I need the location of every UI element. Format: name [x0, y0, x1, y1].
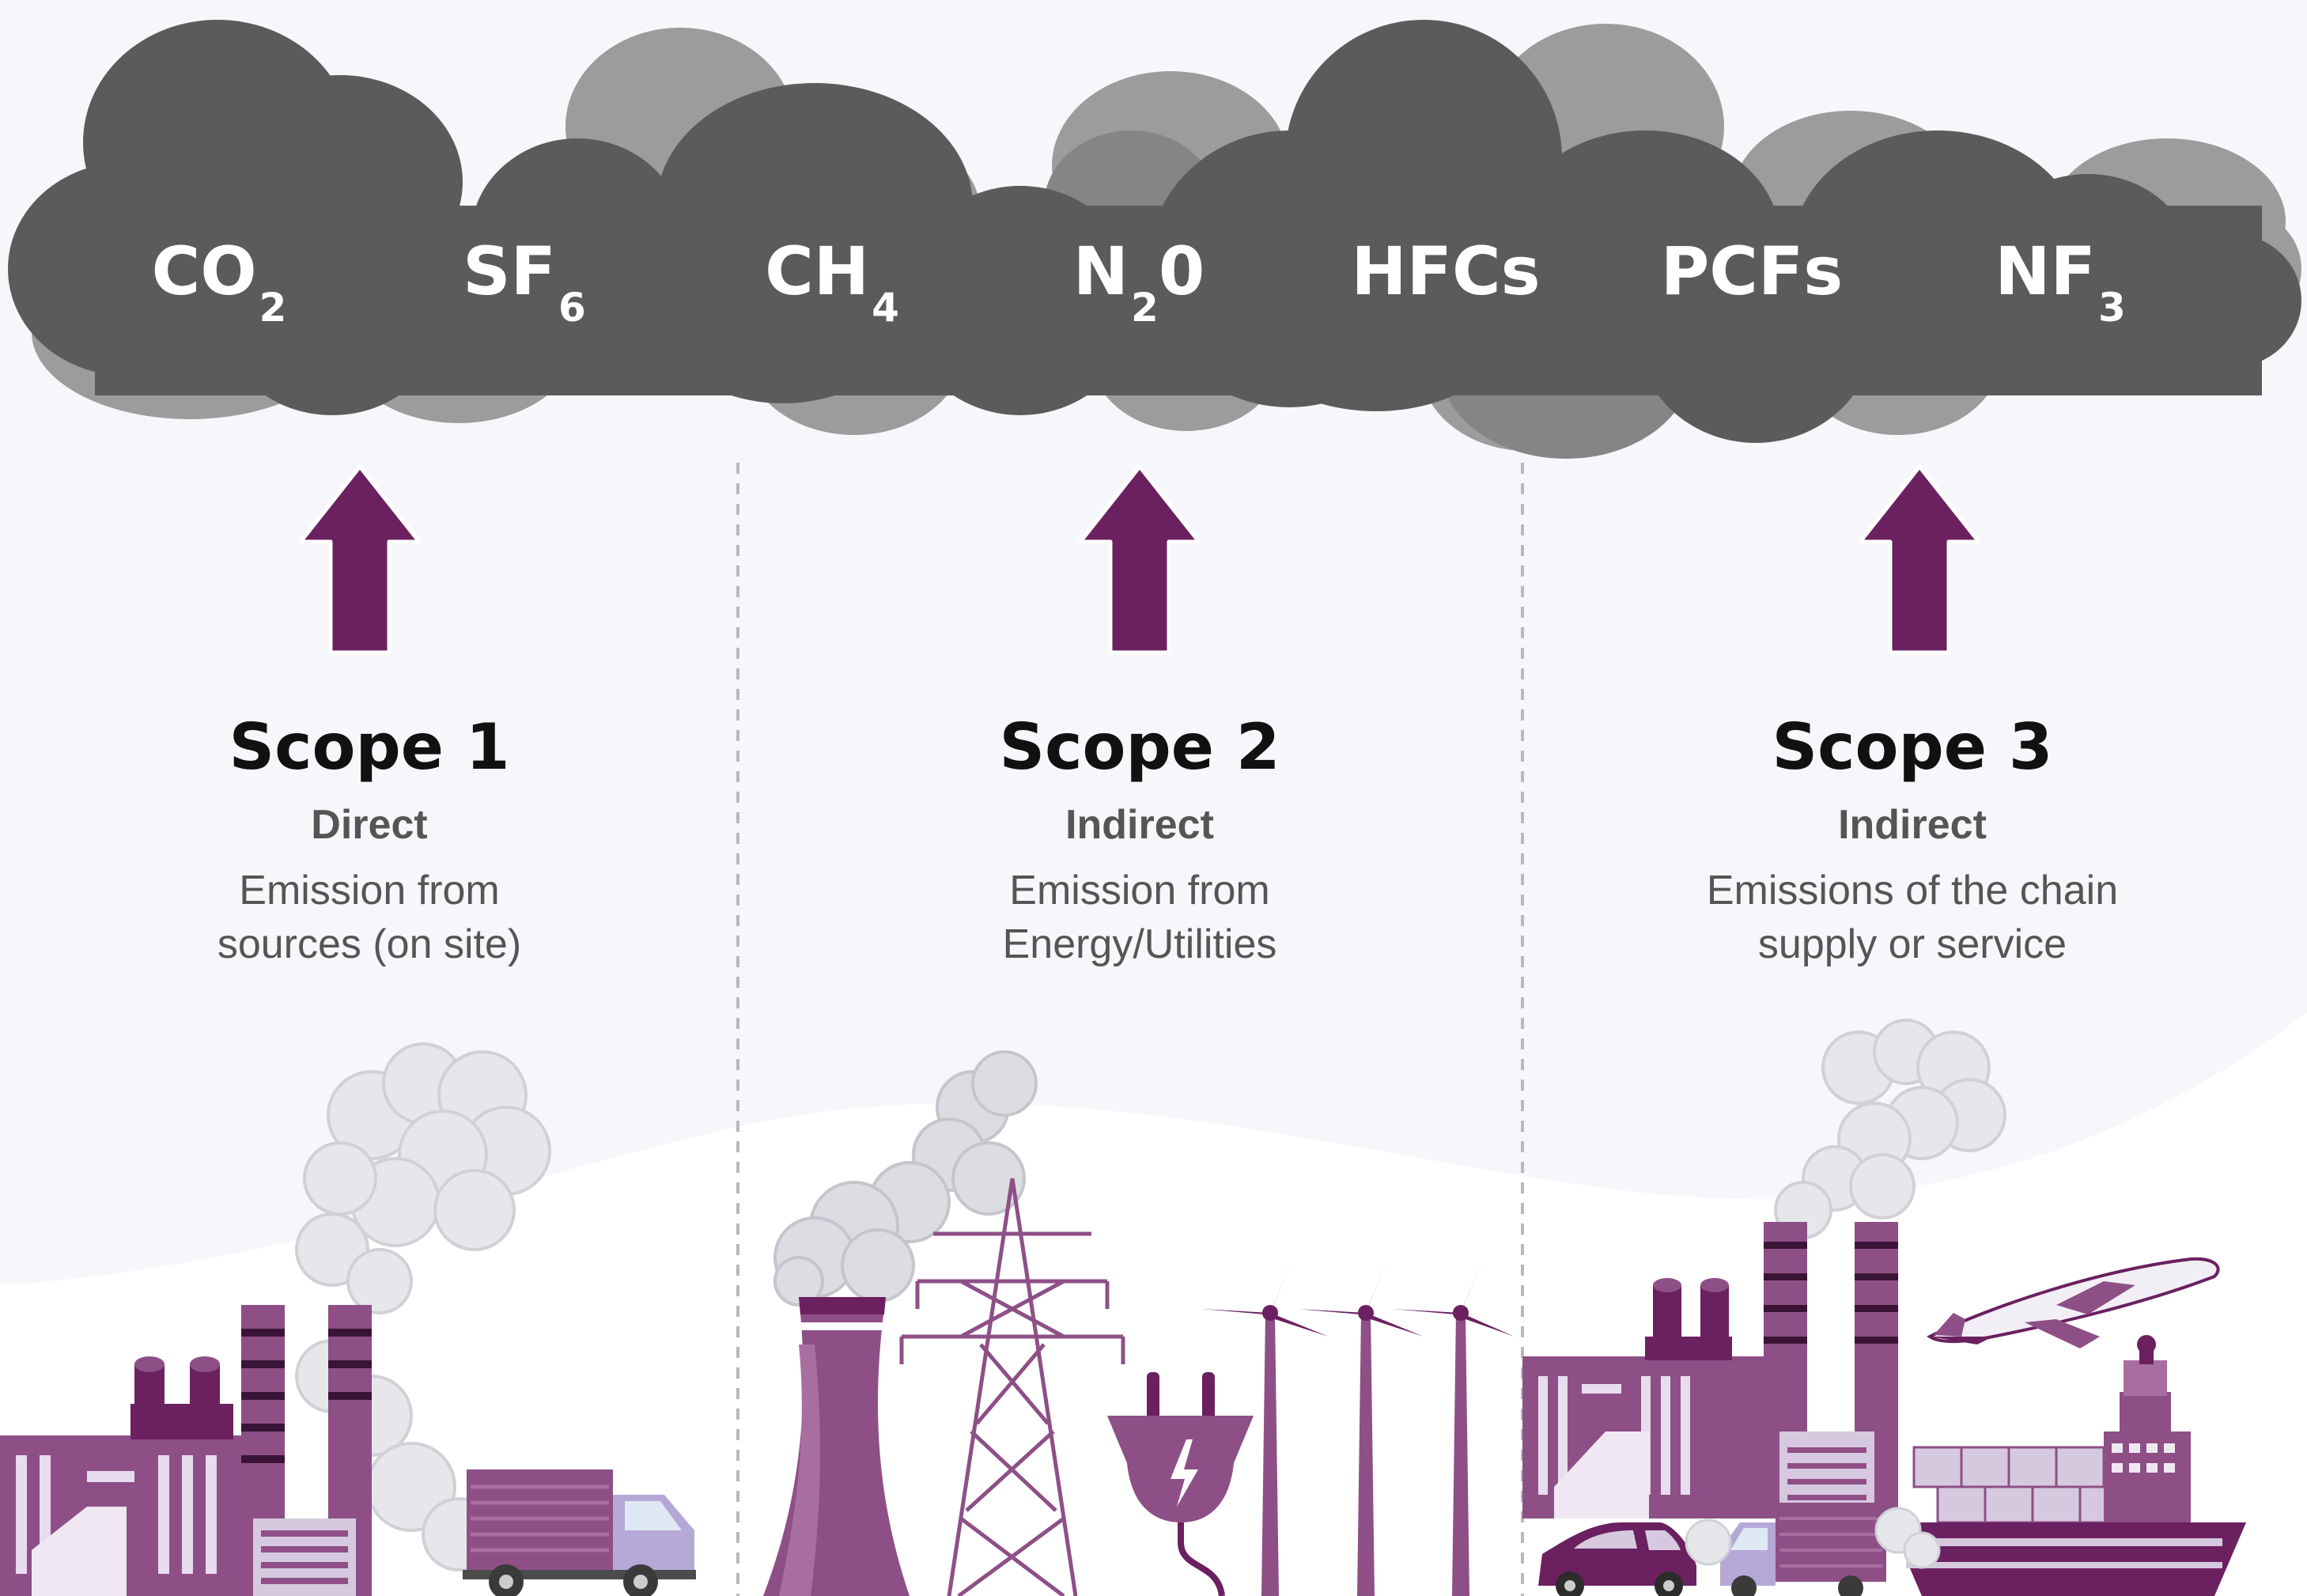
up-arrow-icon [298, 464, 422, 655]
smoke-icon [1774, 1019, 2006, 1239]
scope-description: Emission from sources (on site) [217, 868, 522, 967]
truck-icon [1720, 1503, 1886, 1596]
scope-kind: Indirect [1065, 802, 1214, 848]
scope-2-block: Scope 2 Indirect Emission from Energy/Ut… [839, 704, 1440, 971]
scope-kind: Direct [311, 802, 428, 848]
up-arrow-icon [1858, 464, 1981, 655]
gas-label-pcfs: PCFs [1660, 233, 1844, 310]
scope-description: Emissions of the chain supply or service [1706, 868, 2119, 967]
gas-label-n2o: N20 [1072, 233, 1205, 331]
scope-title: Scope 2 [999, 710, 1280, 784]
gas-label-sf6: SF6 [463, 233, 586, 331]
car-icon [1538, 1522, 1696, 1596]
smoke-icon [1685, 1507, 1941, 1569]
wind-turbine-icon [1202, 1258, 1515, 1596]
airplane-icon [1927, 1257, 2220, 1348]
plug-icon [1107, 1372, 1254, 1596]
ship-icon [1890, 1335, 2246, 1596]
gas-label-ch4: CH4 [765, 233, 899, 331]
scope-kind: Indirect [1838, 802, 1987, 848]
scope-1-block: Scope 1 Direct Emission from sources (on… [69, 704, 670, 971]
smoke-icon [773, 1050, 1038, 1307]
up-arrow-icon [1078, 464, 1201, 655]
scope-title: Scope 1 [229, 710, 510, 784]
gas-label-nf3: NF3 [1995, 233, 2126, 331]
pylon-icon [899, 1178, 1125, 1596]
cooling-tower-icon [763, 1297, 910, 1596]
cloud-bank [8, 20, 2301, 459]
gas-label-hfcs: HFCs [1351, 233, 1541, 310]
factory-icon [1522, 1222, 1898, 1518]
truck-icon [463, 1469, 696, 1596]
gas-label-co2: CO2 [151, 233, 287, 331]
scope-3-block: Scope 3 Indirect Emissions of the chain … [1612, 704, 2213, 971]
scope-description: Emission from Energy/Utilities [1002, 868, 1277, 967]
scope-title: Scope 3 [1772, 710, 2053, 784]
factory-icon [0, 1305, 372, 1596]
